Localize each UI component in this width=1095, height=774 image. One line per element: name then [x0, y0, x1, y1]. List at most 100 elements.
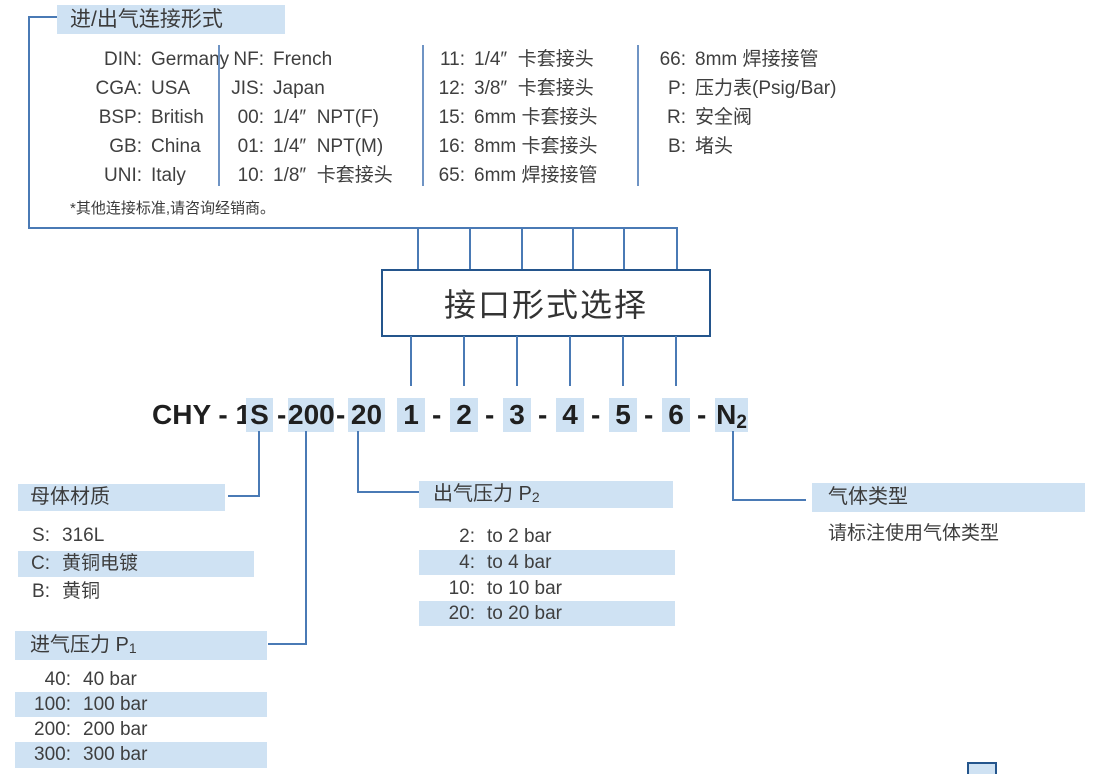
connector	[516, 336, 518, 386]
table-row: 10: 1/8″ 卡套接头	[200, 161, 393, 190]
option-value: to 10 bar	[487, 578, 562, 599]
connector	[28, 16, 58, 18]
table-row: CGA: USA	[60, 74, 229, 103]
connection-table-col-1: DIN: Germany CGA: USA BSP:British GB: China…	[60, 45, 230, 190]
outlet-pressure-title: 出气压力 P	[433, 483, 532, 505]
table-row: JIS: Japan	[200, 74, 393, 103]
code-value: Japan	[273, 78, 325, 99]
code-segment-material: S	[246, 398, 273, 432]
code-value: 3/8″ 卡套接头	[474, 78, 594, 99]
table-row: 00:1/4″ NPT(F)	[200, 103, 393, 132]
code-segment-outlet-pressure: 20	[348, 398, 385, 432]
code-key: NF:	[233, 49, 264, 70]
code-key: 00:	[237, 107, 264, 128]
code-key: CGA:	[95, 78, 142, 99]
list-item: 40:40 bar	[15, 667, 137, 692]
table-row: 15:6mm 卡套接头	[410, 103, 598, 132]
option-key: C:	[31, 553, 50, 574]
connector	[732, 499, 806, 501]
gas-symbol-subscript: 2	[736, 412, 747, 433]
connector	[357, 491, 419, 493]
code-dash: -	[538, 399, 548, 430]
connector	[521, 227, 523, 271]
connection-table-col-4: 66:8mm 焊接接管 P:压力表(Psig/Bar) R:安全阀 B:堵头	[630, 45, 837, 161]
table-row: B:堵头	[630, 132, 836, 161]
option-key: S:	[32, 525, 50, 546]
code-key: JIS:	[231, 78, 264, 99]
connector	[410, 336, 412, 386]
gas-symbol: N	[716, 399, 737, 430]
table-row: 16:8mm 卡套接头	[410, 132, 598, 161]
code-segment-port-1: 1	[397, 398, 425, 432]
code-value: 6mm 焊接接管	[474, 165, 598, 186]
connector	[258, 431, 260, 497]
table-row: 66:8mm 焊接接管	[630, 45, 836, 74]
option-key: 40:	[44, 669, 71, 690]
code-key: 12:	[438, 78, 465, 99]
code-value: 6mm 卡套接头	[474, 107, 598, 128]
code-value: 1/8″ 卡套接头	[273, 165, 393, 186]
option-value: 200 bar	[83, 719, 148, 740]
code-key: DIN:	[104, 49, 142, 70]
code-value: 安全阀	[695, 107, 753, 128]
outlet-pressure-subscript: 2	[531, 489, 540, 505]
page-corner-button[interactable]	[967, 762, 997, 774]
table-row: P:压力表(Psig/Bar)	[630, 74, 836, 103]
outlet-pressure-header: 出气压力 P2	[419, 481, 673, 508]
connector	[305, 431, 307, 645]
code-value: 8mm 焊接接管	[695, 49, 819, 70]
code-segment-port-4: 4	[556, 398, 584, 432]
code-dash: -	[485, 399, 495, 430]
code-prefix: CHY - 1	[152, 399, 252, 430]
code-value: 8mm 卡套接头	[474, 136, 598, 157]
code-dash: -	[336, 399, 346, 430]
code-value: USA	[151, 78, 191, 99]
code-dash: -	[591, 399, 601, 430]
code-key: 65:	[438, 165, 465, 186]
connection-table-col-3: 11:1/4″ 卡套接头 12: 3/8″ 卡套接头 15:6mm 卡套接头 16…	[410, 45, 598, 190]
code-segment-port-2: 2	[450, 398, 478, 432]
code-value: Germany	[151, 49, 230, 70]
option-key: 20:	[448, 603, 475, 624]
connector	[28, 16, 30, 229]
code-dash: -	[644, 399, 654, 430]
table-row: 12: 3/8″ 卡套接头	[410, 74, 598, 103]
inlet-pressure-header: 进气压力 P1	[15, 631, 267, 660]
code-value: 1/4″ 卡套接头	[474, 49, 594, 70]
option-key: 4:	[459, 552, 475, 573]
code-value: 压力表(Psig/Bar)	[695, 78, 837, 99]
connector	[268, 643, 307, 645]
code-key: 10:	[237, 165, 264, 186]
code-dash: -	[432, 399, 442, 430]
list-item: 2:to 2 bar	[430, 524, 551, 549]
list-item: C:黄铜电镀	[18, 551, 254, 577]
inlet-pressure-subscript: 1	[128, 640, 137, 656]
code-key: UNI:	[104, 165, 142, 186]
option-value: 316L	[62, 525, 105, 546]
column-divider	[637, 45, 639, 186]
list-item: 4:to 4 bar	[419, 550, 675, 575]
code-value: China	[151, 136, 201, 157]
code-dash: -	[697, 399, 707, 430]
code-segment-gas-type: N2	[715, 398, 748, 433]
table-row: 11:1/4″ 卡套接头	[410, 45, 598, 74]
dealer-note: *其他连接标准,请咨询经销商。	[70, 200, 276, 217]
code-value: 1/4″ NPT(M)	[273, 136, 384, 157]
option-value: to 20 bar	[487, 603, 562, 624]
code-dash: -	[277, 399, 287, 430]
code-key: GB:	[109, 136, 142, 157]
table-row: BSP:British	[60, 103, 229, 132]
column-divider	[218, 45, 220, 186]
connector	[463, 336, 465, 386]
connector	[569, 336, 571, 386]
code-key: B:	[668, 136, 686, 157]
code-key: 01:	[237, 136, 264, 157]
connector	[572, 227, 574, 271]
connector	[417, 227, 419, 271]
list-item: 20: to 20 bar	[419, 601, 675, 626]
connector	[28, 227, 678, 229]
column-divider	[422, 45, 424, 186]
table-row: 65: 6mm 焊接接管	[410, 161, 598, 190]
option-value: 黄铜	[62, 581, 101, 602]
port-type-selector-box: 接口形式选择	[381, 269, 711, 337]
